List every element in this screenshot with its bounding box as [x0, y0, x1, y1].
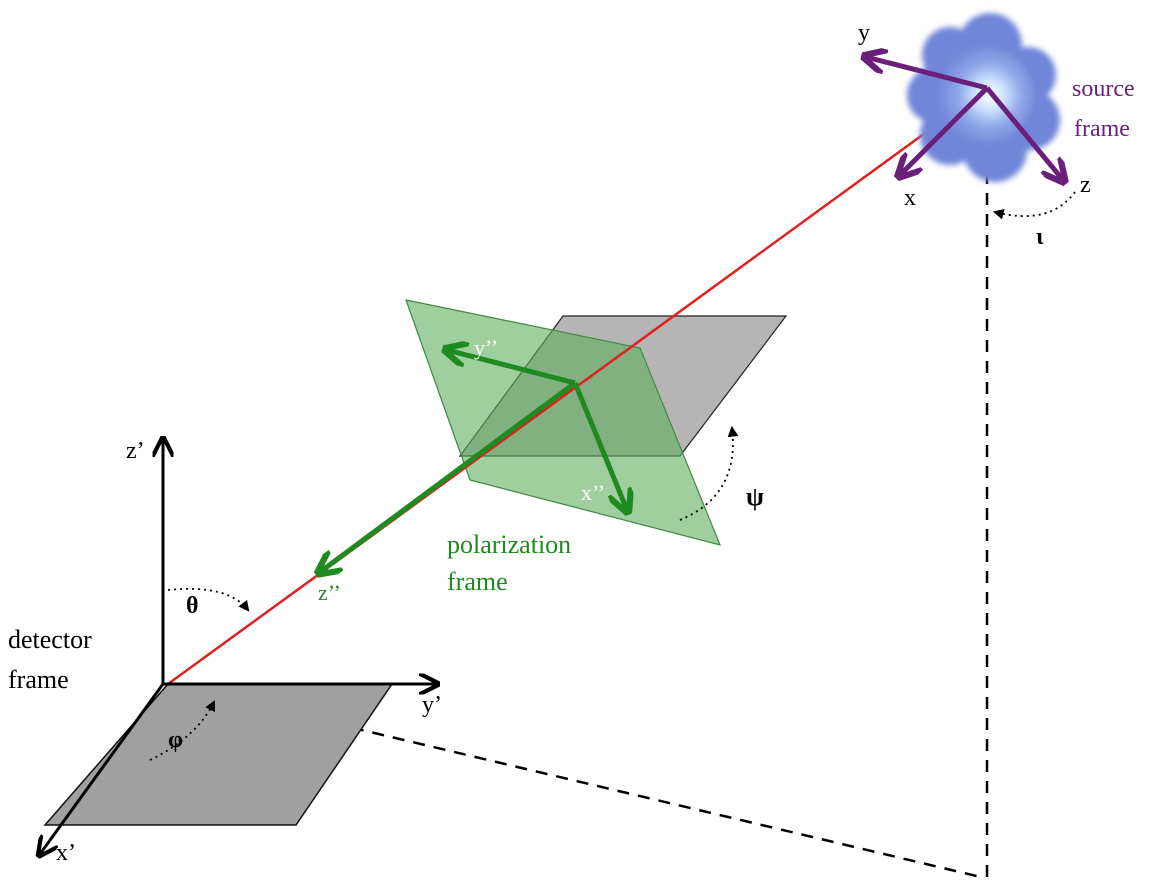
theta-arc	[167, 587, 250, 612]
psi-arc	[679, 425, 739, 521]
psi-label: ψ	[746, 482, 764, 511]
phi-label: φ	[168, 727, 183, 753]
detector-plane	[43, 683, 394, 826]
pol-y-axis	[447, 350, 576, 386]
source-x-axis	[900, 86, 989, 175]
polarization-frame-label-line2: frame	[447, 567, 508, 596]
source-z-axis	[985, 86, 1063, 180]
detector-frame-label-line1: detector	[8, 625, 92, 654]
source-cloud	[907, 13, 1060, 182]
pol-z-label: z’’	[318, 580, 341, 605]
projection-line-ground	[167, 682, 986, 880]
det-x-label: x’	[56, 840, 76, 866]
pol-x-axis	[572, 382, 627, 510]
source-frame-label-line2: frame	[1074, 116, 1130, 142]
polarization-frame-label-line1: polarization	[447, 530, 571, 559]
pol-y-label: y’’	[474, 335, 498, 360]
source-z-label: z	[1080, 172, 1091, 198]
source-frame-label-line1: source	[1072, 76, 1135, 102]
iota-arc	[992, 191, 1076, 220]
det-z-label: z’	[126, 438, 145, 464]
detector-frame-label-line2: frame	[8, 665, 69, 694]
phi-arc	[149, 700, 215, 761]
det-y-label: y’	[422, 692, 442, 718]
pol-x-label: x’’	[581, 480, 605, 505]
x-prime-axis	[40, 683, 165, 854]
source-y-label: y	[858, 20, 870, 46]
theta-label: θ	[186, 593, 199, 619]
source-x-label: x	[904, 185, 916, 211]
source-y-axis	[866, 57, 988, 91]
iota-label: ι	[1036, 224, 1044, 250]
pol-z-axis	[320, 380, 577, 572]
